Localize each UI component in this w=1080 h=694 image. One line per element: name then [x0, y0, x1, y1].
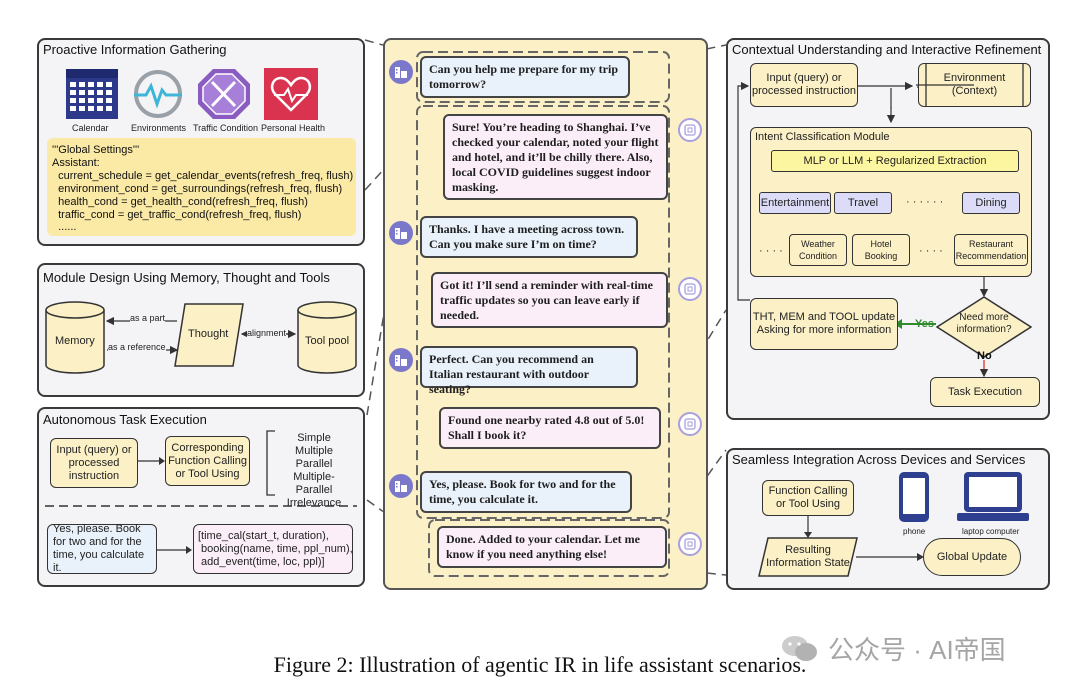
phone-label: phone: [903, 527, 926, 536]
personal-health-icon: [264, 68, 318, 120]
memory-label: Memory: [55, 335, 95, 347]
sub-ellipsis-right: · · · ·: [919, 245, 943, 257]
laptop-label: laptop computer: [962, 527, 1020, 536]
autonomous-title: Autonomous Task Execution: [43, 412, 207, 427]
code-line-1: '''Global Settings''': [52, 144, 140, 156]
global-update-box: Global Update: [923, 538, 1021, 576]
code-line-6: traffic_cond = get_traffic_cond(refresh_…: [52, 209, 302, 221]
example-calls-box: [time_cal(start_t, duration), booking(na…: [193, 524, 353, 574]
code-line-4: environment_cond = get_surroundings(refr…: [52, 183, 343, 195]
as-reference-label: as a reference: [108, 342, 166, 352]
bot-avatar-4: [678, 532, 702, 556]
phone-icon: [897, 471, 931, 523]
weather-box: Weather Condition: [789, 234, 847, 266]
types-bracket: [266, 430, 275, 496]
contextual-title: Contextual Understanding and Interactive…: [732, 42, 1042, 57]
types-list: Simple Multiple Parallel Multiple-Parall…: [278, 432, 350, 510]
entertainment-box: Entertainment: [759, 192, 831, 214]
chat-user-2: Thanks. I have a meeting across town. Ca…: [420, 216, 638, 258]
thought-label: Thought: [188, 328, 229, 340]
seamless-function-box: Function Calling or Tool Using: [762, 480, 854, 516]
bot-avatar-2: [678, 277, 702, 301]
environments-icon: [131, 68, 185, 120]
seamless-arrows: [804, 516, 924, 561]
bot-avatar-1: [678, 118, 702, 142]
traffic-condition-icon: [197, 68, 251, 120]
category-ellipsis: · · · · · ·: [906, 196, 944, 208]
environment-label: Environment (Context): [943, 72, 1006, 97]
auto-input-box: Input (query) or processed instruction: [50, 438, 138, 488]
need-more-label: Need more information?: [956, 312, 1012, 335]
chat-bot-1: Sure! You’re heading to Shanghai. I’ve c…: [443, 114, 668, 200]
user-avatar-2: [389, 221, 413, 245]
yes-label: Yes: [915, 318, 934, 330]
hotel-box: Hotel Booking: [852, 234, 910, 266]
mlp-box: MLP or LLM + Regularized Extraction: [771, 150, 1019, 172]
toolpool-label: Tool pool: [305, 335, 350, 347]
watermark: 公众号 · AI帝国: [780, 630, 1006, 667]
user-avatar-4: [389, 474, 413, 498]
module-title: Module Design Using Memory, Thought and …: [43, 270, 330, 285]
auto-divider: [45, 505, 357, 507]
traffic-condition-label: Traffic Condition: [193, 123, 259, 133]
type-multiple-parallel: Multiple-Parallel: [293, 471, 335, 496]
wechat-icon: [782, 635, 817, 661]
watermark-text: 公众号 · AI帝国: [828, 635, 1006, 665]
type-simple: Simple: [297, 432, 331, 444]
code-line-3: current_schedule = get_calendar_events(r…: [52, 170, 354, 182]
proactive-title: Proactive Information Gathering: [43, 42, 227, 57]
chat-user-1: Can you help me prepare for my trip tomo…: [420, 56, 630, 98]
code-line-7: ......: [52, 221, 77, 233]
ctx-input-box: Input (query) or processed instruction: [750, 63, 858, 107]
task-execution-box: Task Execution: [930, 377, 1040, 407]
example-query-box: Yes, please. Book for two and for the ti…: [47, 523, 157, 574]
toolpool-cylinder: [297, 301, 357, 374]
chat-user-4: Yes, please. Book for two and for the ti…: [420, 471, 632, 513]
alignment-label: alignment: [247, 328, 287, 338]
as-part-label: as a part: [130, 313, 166, 323]
memory-cylinder: [45, 301, 105, 374]
user-avatar-3: [389, 348, 413, 372]
no-label: No: [977, 350, 992, 362]
intent-title: Intent Classification Module: [755, 131, 890, 143]
travel-box: Travel: [834, 192, 892, 214]
calendar-icon: [65, 68, 119, 120]
bot-avatar-3: [678, 412, 702, 436]
sub-ellipsis-left: · · · ·: [759, 245, 783, 257]
seamless-title: Seamless Integration Across Devices and …: [732, 452, 1026, 467]
resulting-shape: [758, 537, 858, 577]
code-line-5: health_cond = get_health_cond(refresh_fr…: [52, 196, 308, 208]
auto-function-box: Corresponding Function Calling or Tool U…: [165, 436, 250, 486]
chat-bot-2: Got it! I’ll send a reminder with real-t…: [431, 272, 668, 328]
thought-shape: [174, 303, 244, 367]
calendar-label: Calendar: [72, 123, 109, 133]
call-line-3: add_event(time, loc, ppl)]: [198, 555, 325, 568]
example-arrow: [157, 546, 192, 554]
type-multiple: Multiple: [295, 445, 333, 457]
chat-dashed-frames: [416, 51, 670, 577]
decision-diamond: [936, 296, 1032, 358]
user-avatar-1: [389, 60, 413, 84]
dining-box: Dining: [962, 192, 1020, 214]
call-line-1: [time_cal(start_t, duration),: [198, 529, 329, 542]
chat-bot-4: Done. Added to your calendar. Let me kno…: [437, 526, 667, 568]
resulting-label: Resulting Information State: [766, 544, 850, 569]
type-parallel: Parallel: [295, 458, 333, 470]
restaurant-box: Restaurant Recommendation: [954, 234, 1028, 266]
figure-caption: Figure 2: Illustration of agentic IR in …: [273, 652, 807, 677]
chat-user-3: Perfect. Can you recommend an Italian re…: [420, 346, 638, 396]
call-line-2: booking(name, time, ppl_num),: [198, 542, 353, 555]
personal-health-label: Personal Health: [261, 123, 326, 133]
environments-label: Environments: [131, 123, 187, 133]
chat-bot-3: Found one nearby rated 4.8 out of 5.0! S…: [439, 407, 661, 449]
auto-arrow: [138, 457, 165, 465]
update-box: THT, MEM and TOOL update Asking for more…: [750, 298, 898, 350]
laptop-icon: [957, 471, 1029, 523]
code-line-2: Assistant:: [52, 157, 100, 169]
module-diagram: [45, 301, 357, 374]
global-settings-code-box: [47, 138, 356, 236]
